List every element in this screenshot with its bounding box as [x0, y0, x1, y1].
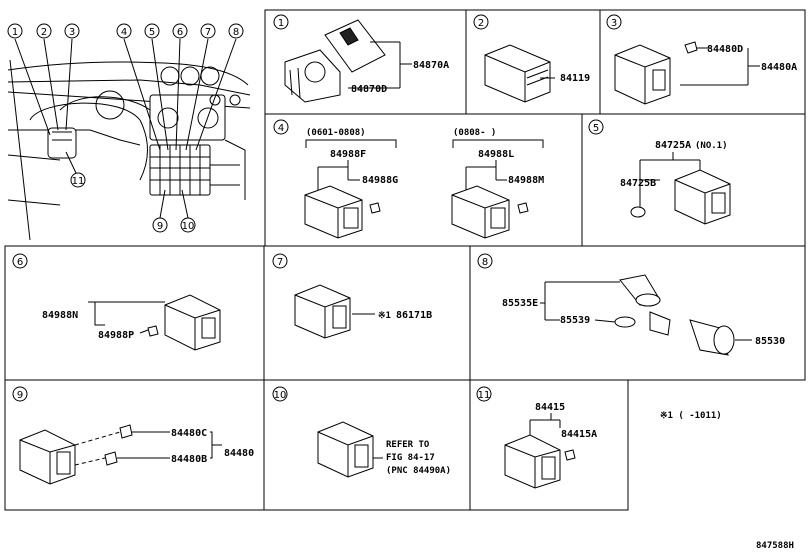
- svg-text:3: 3: [611, 18, 617, 29]
- svg-text:8: 8: [233, 27, 239, 38]
- svg-text:10: 10: [182, 221, 195, 232]
- panel-7: 7 ※1 86171B: [272, 253, 432, 339]
- part-84119: 84119: [560, 73, 590, 84]
- panel-10: 10 REFER TO FIG 84-17 (PNC 84490A): [272, 386, 451, 478]
- panel-1: 1 84870A 84870D: [273, 14, 449, 103]
- panel-5: 5 84725A (NO.1) 84725B: [588, 119, 731, 225]
- part-84480B: 84480B: [171, 454, 207, 465]
- refer-line-3: (PNC 84490A): [386, 466, 451, 476]
- part-84988F: 84988F: [330, 149, 366, 160]
- svg-text:11: 11: [478, 390, 491, 401]
- callout-9: 9: [152, 217, 168, 233]
- part-84725B: 84725B: [620, 178, 656, 189]
- svg-text:6: 6: [177, 27, 183, 38]
- part-84988N: 84988N: [42, 310, 78, 321]
- panel-2: 2 84119: [473, 14, 590, 103]
- part-85530: 85530: [755, 336, 785, 347]
- panel-grid: [4, 9, 806, 511]
- svg-text:6: 6: [17, 257, 23, 268]
- svg-text:11: 11: [72, 176, 85, 187]
- part-84870A: 84870A: [413, 60, 449, 71]
- part-84480C: 84480C: [171, 428, 207, 439]
- part-86171B: 86171B: [396, 310, 432, 321]
- part-84988P: 84988P: [98, 330, 134, 341]
- svg-text:10: 10: [274, 390, 287, 401]
- part-84988M: 84988M: [508, 175, 544, 186]
- svg-text:4: 4: [278, 123, 284, 134]
- svg-text:1: 1: [12, 27, 18, 38]
- callout-4: 4: [116, 23, 132, 39]
- part-84988L: 84988L: [478, 149, 514, 160]
- svg-text:5: 5: [149, 27, 155, 38]
- svg-text:9: 9: [17, 390, 23, 401]
- panel-4: 4 (0601-0808) (0808- ) 84988F 84988L 849…: [273, 119, 544, 239]
- panel-3: 3 84480D 84480A: [606, 14, 797, 105]
- callout-3: 3: [64, 23, 80, 39]
- part-84415: 84415: [535, 402, 565, 413]
- svg-text:9: 9: [157, 221, 163, 232]
- range-right: (0808- ): [453, 128, 496, 138]
- callout-11: 11: [70, 172, 86, 188]
- svg-text:5: 5: [593, 123, 599, 134]
- callout-7: 7: [200, 23, 216, 39]
- callout-6: 6: [172, 23, 188, 39]
- svg-text:3: 3: [69, 27, 75, 38]
- svg-text:7: 7: [277, 257, 283, 268]
- svg-text:4: 4: [121, 27, 127, 38]
- part-84870D: 84870D: [351, 84, 387, 95]
- panel-11: 11 84415 84415A: [476, 386, 597, 489]
- svg-text:1: 1: [278, 18, 284, 29]
- svg-text:7: 7: [205, 27, 211, 38]
- part-84725A: 84725A: [655, 140, 691, 151]
- svg-text:8: 8: [482, 257, 488, 268]
- part-84415A: 84415A: [561, 429, 597, 440]
- range-left: (0601-0808): [306, 128, 366, 138]
- panel-9: 9 84480C 84480B 84480: [12, 386, 254, 485]
- part-85535E: 85535E: [502, 298, 538, 309]
- callout-1: 1: [7, 23, 23, 39]
- panel-6: 6 84988N 84988P: [12, 253, 221, 351]
- part-84480: 84480: [224, 448, 254, 459]
- refer-line-1: REFER TO: [386, 440, 430, 450]
- figure-id: 847588H: [756, 541, 794, 551]
- part-qualifier-no1: (NO.1): [695, 141, 728, 151]
- svg-text:2: 2: [478, 18, 484, 29]
- part-85539: 85539: [560, 315, 590, 326]
- refer-line-2: FIG 84-17: [386, 453, 435, 463]
- svg-text:2: 2: [41, 27, 47, 38]
- callout-5: 5: [144, 23, 160, 39]
- part-84988G: 84988G: [362, 175, 398, 186]
- dashboard-overview: 1 2 3 4 5 6 7 8 11 9 10: [7, 23, 251, 241]
- mark-note-1: ※1: [378, 311, 391, 321]
- part-84480D: 84480D: [707, 44, 743, 55]
- callout-2: 2: [36, 23, 52, 39]
- callout-8: 8: [228, 23, 244, 39]
- panel-8: 8 85535E 85539 85530: [477, 253, 785, 356]
- part-84480A: 84480A: [761, 62, 797, 73]
- footnote: ※1 ( -1011): [660, 411, 722, 421]
- callout-10: 10: [180, 217, 196, 233]
